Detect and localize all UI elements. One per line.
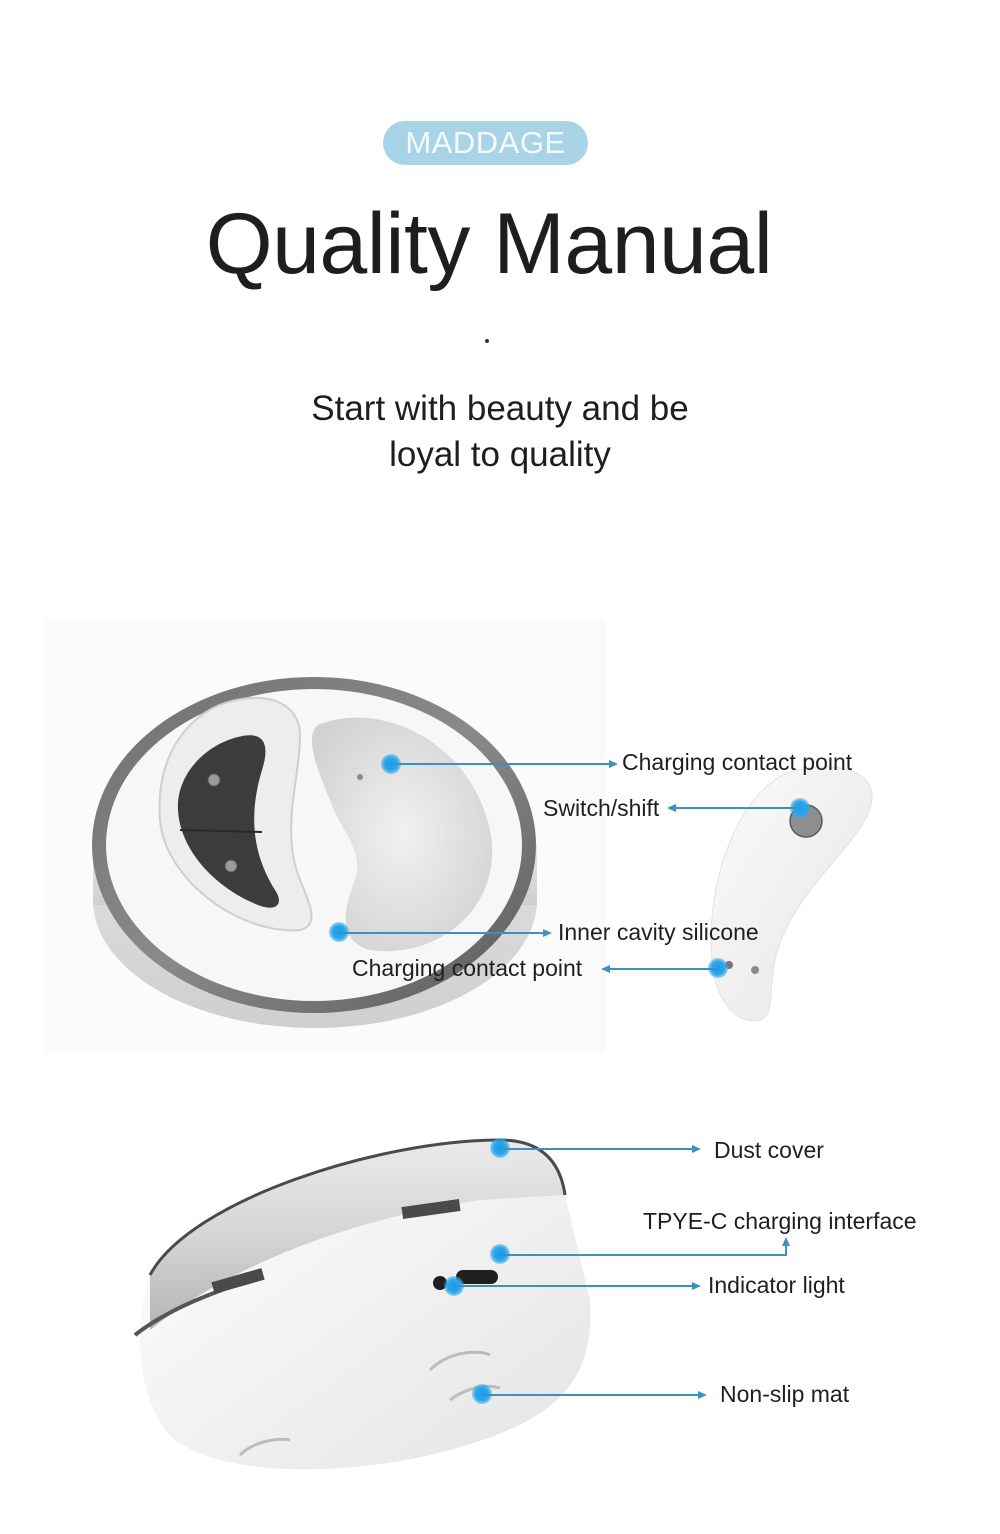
arrow-up-icon xyxy=(782,1237,790,1246)
arrow-right-icon xyxy=(692,1145,701,1153)
tagline: Start with beauty and be loyal to qualit… xyxy=(0,386,1000,478)
separator-dot xyxy=(485,339,489,343)
page-title: Quality Manual xyxy=(205,196,773,292)
callout-label: TPYE-C charging interface xyxy=(643,1208,917,1234)
leader-line xyxy=(610,968,718,970)
callout-label: Inner cavity silicone xyxy=(558,919,759,945)
hotspot-marker xyxy=(708,958,728,978)
leader-line xyxy=(339,932,545,934)
leader-line xyxy=(482,1394,700,1396)
leader-line xyxy=(391,763,611,765)
leader-line xyxy=(676,807,800,809)
leader-line-vertical xyxy=(785,1244,787,1256)
callout-label: Charging contact point xyxy=(352,955,583,981)
tagline-line-2: loyal to quality xyxy=(389,435,611,474)
callout-label: Switch/shift xyxy=(543,795,660,821)
callout-label: Dust cover xyxy=(714,1137,824,1163)
callout-label: Charging contact point xyxy=(622,749,853,775)
arrow-right-icon xyxy=(698,1391,707,1399)
leader-line xyxy=(454,1285,694,1287)
brand-badge: MADDAGE xyxy=(383,121,588,165)
leader-line xyxy=(500,1254,786,1256)
arrow-right-icon xyxy=(609,760,618,768)
arrow-left-icon xyxy=(601,965,610,973)
arrow-left-icon xyxy=(667,804,676,812)
arrow-right-icon xyxy=(692,1282,701,1290)
arrow-right-icon xyxy=(543,929,552,937)
hotspot-marker xyxy=(790,798,810,818)
callout-label: Indicator light xyxy=(708,1272,845,1298)
callout-label: Non-slip mat xyxy=(720,1381,850,1407)
tagline-line-1: Start with beauty and be xyxy=(311,389,689,428)
leader-line xyxy=(500,1148,694,1150)
